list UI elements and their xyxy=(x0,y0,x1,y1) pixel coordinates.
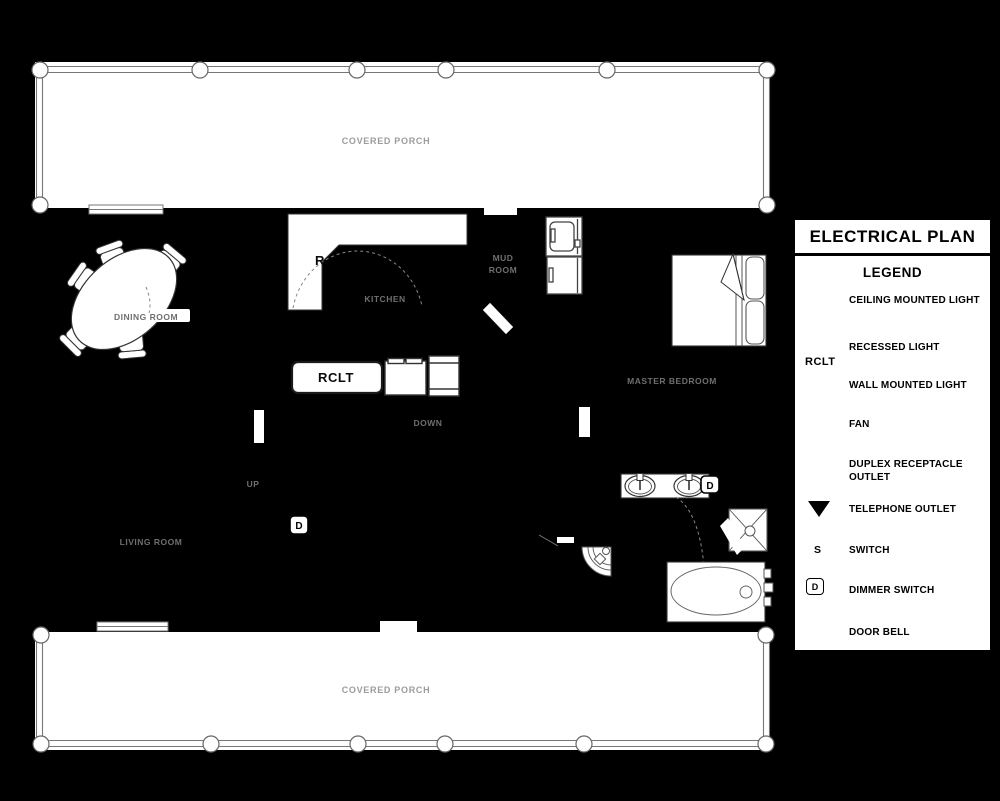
refrigerator xyxy=(428,355,460,397)
top-porch-floor xyxy=(35,62,770,208)
dining-room-label: DINING ROOM xyxy=(114,312,178,322)
dimmer-switch-living: D xyxy=(289,515,309,535)
bottom-porch-walls xyxy=(35,635,771,748)
kitchen-label: KITCHEN xyxy=(364,294,405,304)
top-porch: COVERED PORCH xyxy=(31,61,776,214)
dining-room: DINING ROOM xyxy=(59,239,190,360)
washer xyxy=(545,216,583,257)
down-label: DOWN xyxy=(414,418,443,428)
range xyxy=(384,357,427,396)
shower xyxy=(720,508,768,555)
openings xyxy=(88,204,517,632)
mudroom-threshold xyxy=(484,206,517,215)
counter-rclt-label: R xyxy=(315,253,325,268)
up-label: UP xyxy=(247,479,260,489)
top-porch-label: COVERED PORCH xyxy=(342,136,431,146)
switch-icon: S xyxy=(814,544,822,556)
top-porch-posts xyxy=(31,61,776,214)
top-porch-walls xyxy=(35,65,771,205)
sideboard xyxy=(150,309,190,322)
pillow-bottom xyxy=(745,300,765,345)
dining-dashed-line xyxy=(145,286,151,314)
bathtub xyxy=(666,561,774,623)
recessed-light-icon: RCLT xyxy=(805,356,836,368)
powder-room xyxy=(538,534,612,577)
kitchen-dashed-arch xyxy=(292,250,423,309)
bottom-porch-floor xyxy=(35,632,770,750)
legend-panel: ELECTRICAL PLAN LEGEND CEILING MOUNTED L… xyxy=(793,218,992,652)
master-bedroom-label: MASTER BEDROOM xyxy=(627,376,717,386)
shower-door xyxy=(720,518,745,555)
dryer xyxy=(546,256,583,295)
porch-door-threshold xyxy=(380,621,417,632)
vanity-sink-right xyxy=(673,473,705,498)
master-bedroom: MASTER BEDROOM xyxy=(627,252,767,386)
dimmer-switch-bath: D xyxy=(700,475,720,494)
stair-wall-right xyxy=(579,407,590,437)
bottom-porch-label: COVERED PORCH xyxy=(342,685,431,695)
vanity-sink-left xyxy=(624,473,656,498)
mudroom-door-leaf xyxy=(482,302,514,335)
powder-door-line xyxy=(538,534,559,547)
mud-room-label-2: ROOM xyxy=(489,265,517,275)
pillow-top xyxy=(745,256,765,300)
dimmer-switch-icon: D xyxy=(806,578,824,595)
island-rclt-label: RCLT xyxy=(318,370,354,385)
powder-half-wall xyxy=(557,537,574,543)
legend-title: ELECTRICAL PLAN xyxy=(795,220,990,256)
living-room-label: LIVING ROOM xyxy=(120,537,183,547)
bottom-porch: COVERED PORCH xyxy=(32,626,775,753)
stairs: DOWN UP xyxy=(247,407,590,489)
telephone-outlet-icon xyxy=(808,501,830,517)
svg-text:D: D xyxy=(706,481,713,492)
legend-heading: LEGEND xyxy=(862,265,923,280)
corner-sink xyxy=(581,546,612,577)
window-bottom-left xyxy=(96,621,169,632)
mud-room-label-1: MUD xyxy=(493,253,514,263)
kitchen-counter xyxy=(287,213,468,311)
kitchen: R KITCHEN RCLT xyxy=(287,213,468,397)
bottom-porch-posts xyxy=(32,626,775,753)
bath-door-swing-arc xyxy=(675,496,706,586)
master-bath: D xyxy=(620,473,774,623)
stair-wall-left xyxy=(254,410,264,443)
kitchen-island xyxy=(290,360,384,395)
window-top-left xyxy=(88,204,164,215)
dining-table xyxy=(70,247,178,351)
mud-room: MUD ROOM xyxy=(482,216,583,335)
svg-text:D: D xyxy=(295,521,302,532)
